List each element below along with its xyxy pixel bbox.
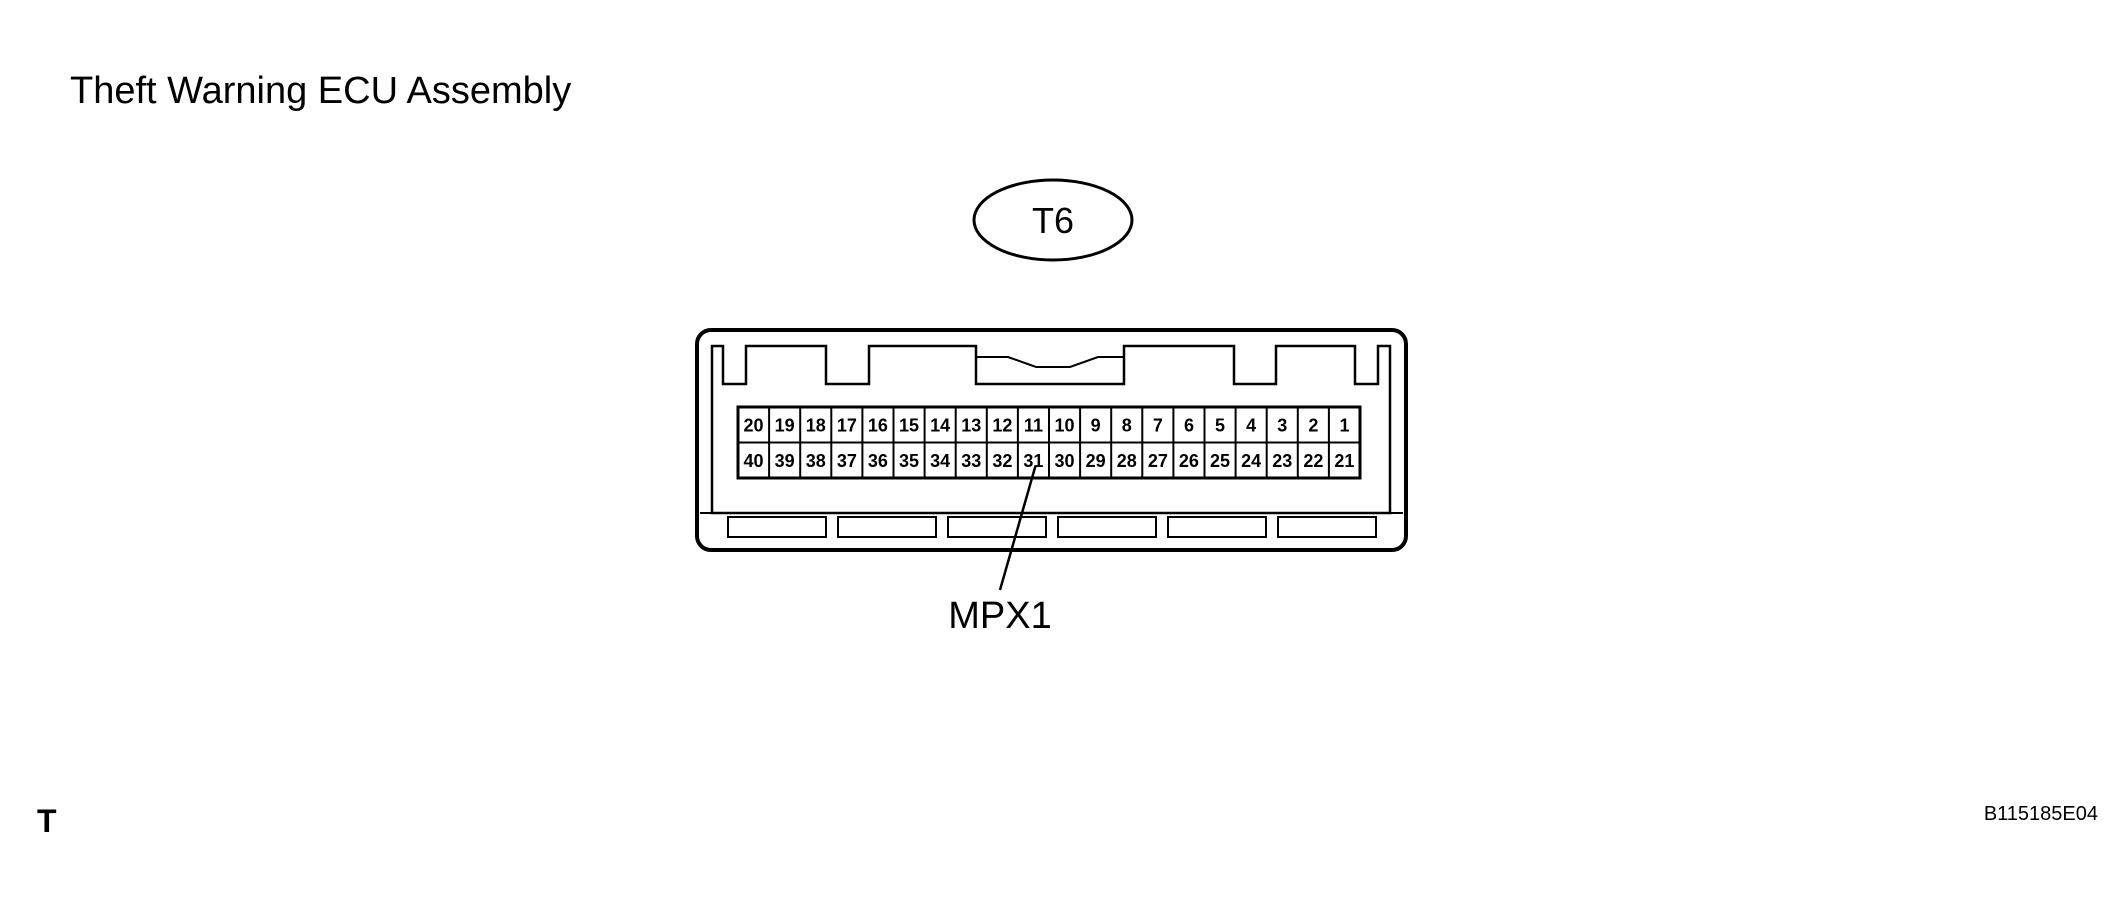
pin-19: 19 — [775, 415, 795, 435]
pin-34: 34 — [930, 451, 950, 471]
pin-27: 27 — [1148, 451, 1168, 471]
corner-letter: T — [37, 803, 57, 839]
pin-30: 30 — [1055, 451, 1075, 471]
pin-40: 40 — [744, 451, 764, 471]
pin-16: 16 — [868, 415, 888, 435]
pin-26: 26 — [1179, 451, 1199, 471]
pin-6: 6 — [1184, 415, 1194, 435]
pin-13: 13 — [961, 415, 981, 435]
diagram-title: Theft Warning ECU Assembly — [70, 70, 571, 112]
pin-29: 29 — [1086, 451, 1106, 471]
pin-22: 22 — [1303, 451, 1323, 471]
pin-31: 31 — [1023, 451, 1043, 471]
pin-17: 17 — [837, 415, 857, 435]
pin-1: 1 — [1339, 415, 1349, 435]
pin-32: 32 — [992, 451, 1012, 471]
pin-38: 38 — [806, 451, 826, 471]
pin-28: 28 — [1117, 451, 1137, 471]
pin-20: 20 — [744, 415, 764, 435]
pin-2: 2 — [1308, 415, 1318, 435]
pin-12: 12 — [992, 415, 1012, 435]
connector-housing — [695, 328, 1408, 552]
pin-37: 37 — [837, 451, 857, 471]
pin-4: 4 — [1246, 415, 1256, 435]
pin-5: 5 — [1215, 415, 1225, 435]
pin-23: 23 — [1272, 451, 1292, 471]
signal-label-mpx1: MPX1 — [948, 595, 1051, 637]
pin-24: 24 — [1241, 451, 1261, 471]
pin-3: 3 — [1277, 415, 1287, 435]
pin-36: 36 — [868, 451, 888, 471]
pin-9: 9 — [1091, 415, 1101, 435]
connector-id: T6 — [1032, 200, 1074, 241]
pin-7: 7 — [1153, 415, 1163, 435]
pin-33: 33 — [961, 451, 981, 471]
pin-21: 21 — [1334, 451, 1354, 471]
callout-leader-line — [998, 465, 1037, 591]
pin-35: 35 — [899, 451, 919, 471]
figure-code: B115185E04 — [1984, 803, 2098, 825]
pin-18: 18 — [806, 415, 826, 435]
pin-15: 15 — [899, 415, 919, 435]
pin-11: 11 — [1024, 415, 1043, 435]
pin-8: 8 — [1122, 415, 1132, 435]
pin-10: 10 — [1055, 415, 1075, 435]
pin-25: 25 — [1210, 451, 1230, 471]
pin-14: 14 — [930, 415, 950, 435]
pin-39: 39 — [775, 451, 795, 471]
connector-label: T6 — [972, 178, 1134, 262]
